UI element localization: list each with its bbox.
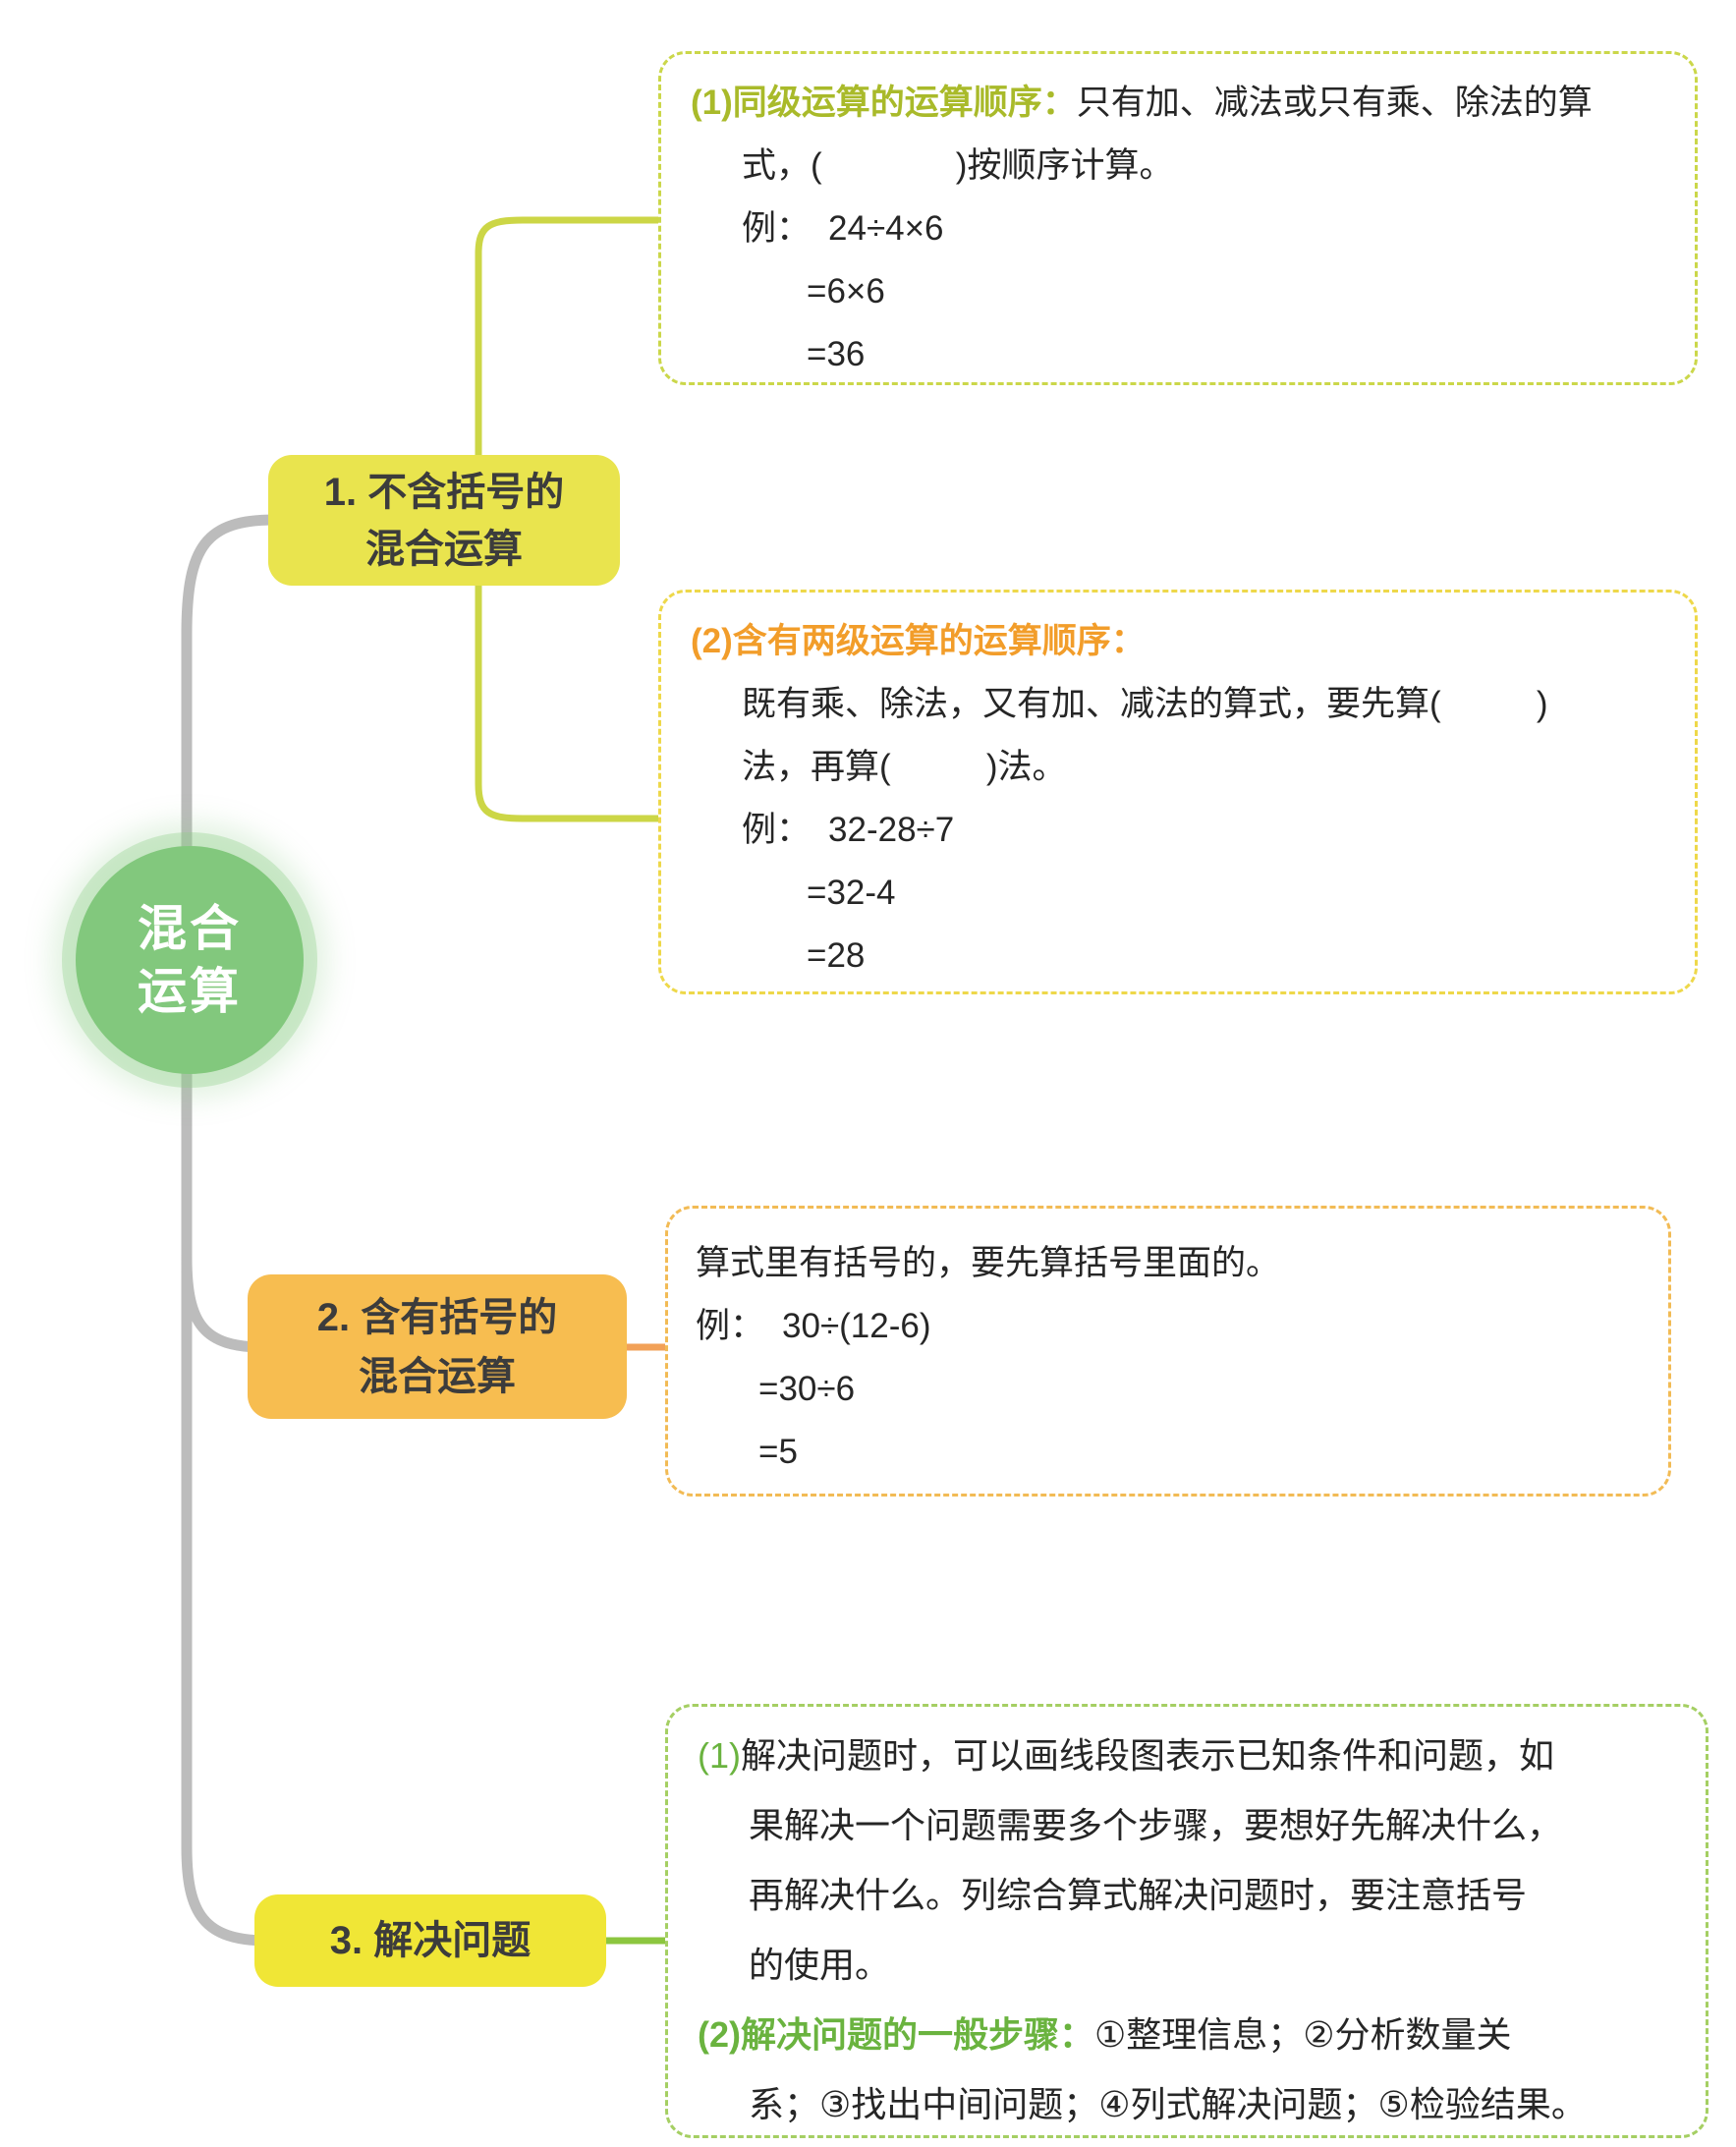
box2-step-1: =32-4 (807, 874, 896, 912)
connector-node1-to-box2 (475, 579, 668, 822)
box4-item1-text-1: 解决问题时，可以画线段图表示已知条件和问题，如 (741, 1735, 1555, 1776)
branch-node-with-parentheses: 2. 含有括号的 混合运算 (248, 1274, 627, 1419)
box1-line-1: (1)同级运算的运算顺序：只有加、减法或只有乘、除法的算 (691, 72, 1665, 135)
box4-item1-line-2: 果解决一个问题需要多个步骤，要想好先解决什么， (749, 1805, 1563, 1845)
connector-center-spine (181, 514, 281, 1947)
box2-line-2: 法，再算( )法。 (742, 748, 1067, 786)
connector-node1-to-box1 (475, 216, 668, 462)
detail-box-parentheses-operations: 算式里有括号的，要先算括号里面的。 例： 30÷(12-6) =30÷6 =5 (665, 1206, 1671, 1497)
box3-example-row: 例： 30÷(12-6) (696, 1295, 1641, 1358)
box4-item2-text-1: ①整理信息；②分析数量关 (1094, 2014, 1512, 2055)
box2-example-row: 例： 32-28÷7 (691, 799, 1665, 862)
box4-item2-heading: (2)解决问题的一般步骤： (698, 2014, 1094, 2055)
box2-heading-row: (2)含有两级运算的运算顺序： (691, 610, 1665, 673)
connector-center-to-node2 (181, 1252, 269, 1353)
root-node-line-1: 混合 (138, 901, 242, 956)
detail-box-problem-solving: (1)解决问题时，可以画线段图表示已知条件和问题，如 果解决一个问题需要多个步骤… (665, 1704, 1708, 2138)
box1-step-2: =36 (807, 335, 866, 373)
box2-heading: (2)含有两级运算的运算顺序： (691, 622, 1146, 660)
box1-example-expression: 24÷4×6 (828, 209, 944, 248)
box3-step-1: =30÷6 (758, 1370, 856, 1408)
example-label: 例： (696, 1307, 765, 1345)
branch-node-2-line-1: 2. 含有括号的 (316, 1295, 558, 1339)
root-node-line-2: 运算 (138, 964, 242, 1019)
example-label: 例： (742, 811, 812, 849)
box4-item2-line-2: 系；③找出中间问题；④列式解决问题；⑤检验结果。 (749, 2084, 1587, 2124)
box1-example-row: 例： 24÷4×6 (691, 198, 1665, 260)
box3-example-expression: 30÷(12-6) (782, 1307, 931, 1345)
box1-heading: (1)同级运算的运算顺序： (691, 84, 1077, 122)
root-node-mixed-operations: 混合 运算 (76, 846, 304, 1074)
example-label: 例： (742, 209, 812, 248)
branch-node-1-line-2: 混合运算 (365, 527, 523, 571)
box2-line-1: 既有乘、除法，又有加、减法的算式，要先算( ) (742, 685, 1548, 723)
box2-step-2: =28 (807, 936, 866, 975)
box4-item1-line-4: 的使用。 (749, 1945, 891, 1985)
branch-node-no-parentheses: 1. 不含括号的 混合运算 (268, 455, 620, 586)
box1-line-1-text: 只有加、减法或只有乘、除法的算 (1076, 84, 1593, 122)
detail-box-two-level-operations: (2)含有两级运算的运算顺序： 既有乘、除法，又有加、减法的算式，要先算( ) … (658, 590, 1698, 994)
box3-step-2: =5 (758, 1433, 798, 1471)
branch-node-3-line-1: 3. 解决问题 (329, 1919, 532, 1962)
box4-item1-line-1: (1)解决问题时，可以画线段图表示已知条件和问题，如 (698, 1721, 1676, 1790)
branch-node-2-line-2: 混合运算 (359, 1354, 516, 1398)
box4-item2-line-1: (2)解决问题的一般步骤：①整理信息；②分析数量关 (698, 2000, 1676, 2069)
box3-line-1: 算式里有括号的，要先算括号里面的。 (696, 1244, 1281, 1282)
branch-node-problem-solving: 3. 解决问题 (254, 1894, 606, 1987)
box2-example-expression: 32-28÷7 (828, 811, 955, 849)
box1-line-2: 式，( )按顺序计算。 (742, 146, 1174, 185)
box4-item1-number: (1) (698, 1735, 741, 1776)
box4-item1-line-3: 再解决什么。列综合算式解决问题时，要注意括号 (749, 1875, 1528, 1915)
box1-step-1: =6×6 (807, 272, 885, 311)
detail-box-same-level-operations: (1)同级运算的运算顺序：只有加、减法或只有乘、除法的算 式，( )按顺序计算。… (658, 51, 1698, 385)
branch-node-1-line-1: 1. 不含括号的 (323, 470, 565, 514)
